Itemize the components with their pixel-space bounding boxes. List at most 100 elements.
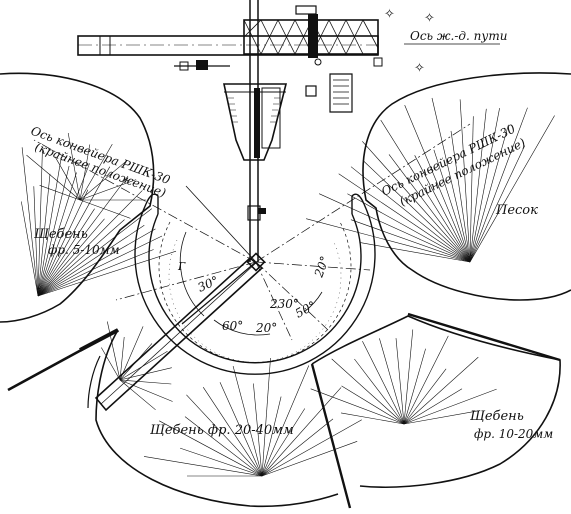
feeder-tower xyxy=(223,0,288,262)
stacker-belt-line xyxy=(100,262,257,405)
rail-signal xyxy=(373,57,383,67)
sector-line xyxy=(255,261,371,271)
ridge-line xyxy=(26,154,81,201)
ridge-line xyxy=(79,179,137,201)
ridge-line xyxy=(54,156,81,201)
wall-left-thick xyxy=(79,328,119,352)
ridge-line xyxy=(37,235,163,297)
pile-extra-outline xyxy=(87,355,101,409)
pile-topleft-label-2: фр. 5-10мм xyxy=(48,243,120,257)
wall-right-end xyxy=(351,193,365,214)
construction-lines xyxy=(33,123,471,341)
rail-axis-label: Ось ж.-д. пути xyxy=(410,29,507,43)
ridge-line xyxy=(37,249,154,297)
ridge-line xyxy=(340,412,405,425)
labels: Ось конвейера РШК-30 (крайнее положение)… xyxy=(29,121,553,441)
pile-bottom-label: Щебень фр. 20-40мм xyxy=(150,423,294,438)
ridge-line xyxy=(101,347,121,381)
tapered-frame xyxy=(223,83,288,161)
winch-device xyxy=(196,60,208,70)
star-mark: ✧ xyxy=(424,10,435,25)
angle-label-20-low: 20° xyxy=(255,321,277,335)
sector-line xyxy=(255,261,293,341)
ridge-line xyxy=(119,351,168,381)
ridge-line xyxy=(37,219,125,297)
ridge-line xyxy=(79,143,113,201)
mark-g: Г xyxy=(177,260,186,273)
wall-bottom xyxy=(310,363,352,509)
ridge-line xyxy=(79,159,128,201)
hopper-top-frame xyxy=(295,5,317,15)
stair-steps xyxy=(333,79,349,105)
ridge-line xyxy=(403,356,479,425)
rail-marker xyxy=(314,58,322,66)
ridge-line xyxy=(261,408,306,477)
ridge-line xyxy=(380,119,471,263)
ridge-line xyxy=(404,104,471,263)
stacker-boom xyxy=(94,256,264,412)
angle-arc-30 xyxy=(179,231,205,317)
stacker-guide-line xyxy=(185,185,257,263)
wall-outer-arc xyxy=(134,203,376,375)
ridge-line xyxy=(450,130,471,263)
ridge-line xyxy=(119,379,156,411)
ridge-line xyxy=(37,208,95,297)
wall-left-end xyxy=(145,193,159,214)
ridge-line xyxy=(37,250,177,297)
ridge-line xyxy=(341,385,405,425)
ridge-line xyxy=(261,357,271,477)
conveyor-axis-right xyxy=(255,123,471,263)
wall-right xyxy=(407,312,561,362)
ridge-line xyxy=(184,416,263,477)
ridge-line xyxy=(469,108,487,263)
ridge-line xyxy=(39,185,81,201)
ridge-line xyxy=(79,144,91,201)
pile-topleft-outline xyxy=(0,72,155,323)
pile-topleft-label-1: Щебень xyxy=(34,227,88,242)
ridge-line xyxy=(360,242,471,263)
angle-label-30: 30° xyxy=(196,273,221,294)
control-box xyxy=(305,85,317,97)
ridge-line xyxy=(261,419,362,477)
ridge-line xyxy=(469,115,555,263)
boundary-walls xyxy=(7,312,561,509)
ridge-line xyxy=(37,225,145,297)
ridge-line xyxy=(306,218,471,263)
ridge-line xyxy=(37,150,43,297)
ridge-line xyxy=(403,388,497,425)
conveyor-axis-left xyxy=(33,139,257,263)
pile-sand-label: Песок xyxy=(495,203,538,218)
ridge-line xyxy=(186,394,263,477)
ridge-line xyxy=(350,219,471,263)
ridge-line xyxy=(37,166,111,297)
ridge-line xyxy=(202,387,263,477)
pile-bottomright-label-1: Щебень xyxy=(470,409,524,424)
ridge-line xyxy=(119,379,172,385)
star-mark: ✧ xyxy=(414,60,425,75)
ridge-line xyxy=(347,193,471,263)
ridge-line xyxy=(354,358,405,425)
stockpile-outlines xyxy=(0,72,571,508)
wall-rail-arc xyxy=(158,221,352,363)
wall-inner-arc xyxy=(148,213,362,364)
ridge-line xyxy=(395,338,405,425)
ridge-line xyxy=(119,336,125,381)
ridge-line xyxy=(21,201,39,297)
ridge-line xyxy=(232,366,263,477)
winch-block xyxy=(179,61,189,71)
ridge-line xyxy=(403,410,480,425)
ridge-line xyxy=(37,189,89,297)
star-mark: ✧ xyxy=(384,6,395,21)
ridge-line xyxy=(310,388,405,425)
ridge-line xyxy=(261,365,310,477)
ridge-line xyxy=(67,132,81,201)
ridge-line xyxy=(37,208,152,297)
ridge-line xyxy=(37,173,51,297)
ridge-line xyxy=(431,97,471,263)
ridge-line xyxy=(469,116,474,263)
ridge-line xyxy=(33,186,39,297)
ridge-line xyxy=(433,149,471,263)
rail-buffer xyxy=(99,35,111,56)
ridge-line xyxy=(331,358,405,425)
